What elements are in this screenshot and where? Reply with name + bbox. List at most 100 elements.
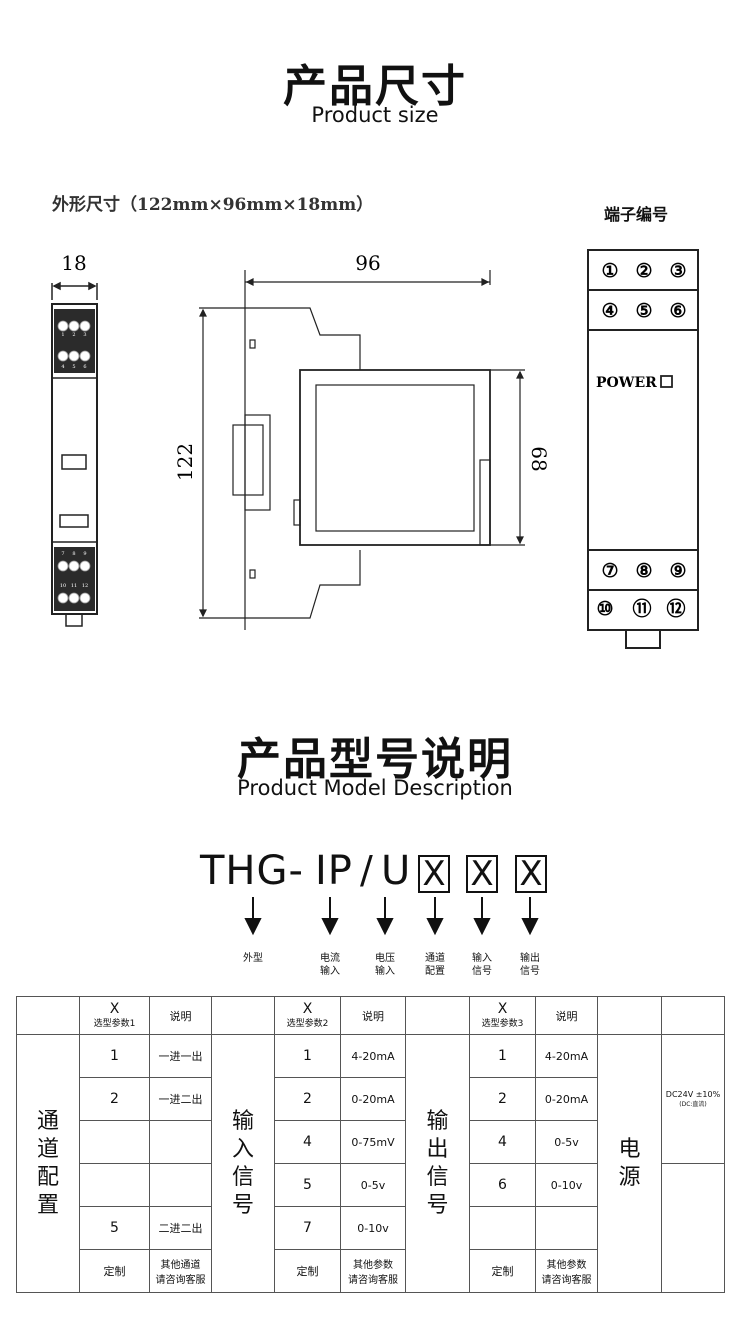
model-ip: IP <box>315 848 353 894</box>
channel-code <box>79 1120 150 1164</box>
svg-text:10: 10 <box>60 583 66 589</box>
channel-desc: 一进一出 <box>149 1034 212 1078</box>
dimension-drawing: 18 96 122 68 1 2 3 4 5 6 7 8 9 10 11 12 … <box>51 249 699 649</box>
terminal-panel-outline <box>587 249 699 649</box>
arrow-label-output: 输出 信号 <box>520 953 540 977</box>
channel-code <box>79 1163 150 1207</box>
model-box-2: X <box>466 855 498 893</box>
custom-label: 定制 <box>469 1249 536 1293</box>
input-desc: 0-10v <box>340 1206 406 1250</box>
terminal-4: ④ <box>601 300 618 322</box>
dim-side-height: 122 <box>173 443 197 481</box>
power-indicator <box>660 375 673 388</box>
output-desc: 4-20mA <box>535 1034 598 1078</box>
svg-text:2: 2 <box>72 332 75 338</box>
dim-side-width: 96 <box>355 251 380 275</box>
section-title-size: 产品尺寸 <box>283 61 467 112</box>
svg-text:4: 4 <box>61 364 64 370</box>
output-desc <box>535 1206 598 1250</box>
arrow-label-current: 电流 输入 <box>320 953 340 977</box>
svg-text:9: 9 <box>83 551 86 557</box>
svg-text:11: 11 <box>71 583 77 589</box>
side-view <box>199 270 525 630</box>
output-code: 2 <box>469 1077 536 1121</box>
model-box-3: X <box>515 855 547 893</box>
terminal-7: ⑦ <box>601 560 618 582</box>
channel-code: 5 <box>79 1206 150 1250</box>
output-other-note: 其他参数 请咨询客服 <box>535 1249 598 1293</box>
input-other-note: 其他参数 请咨询客服 <box>340 1249 406 1293</box>
input-desc: 0-20mA <box>340 1077 406 1121</box>
channel-code: 2 <box>79 1077 150 1121</box>
svg-text:7: 7 <box>61 551 64 557</box>
model-slash: / <box>360 848 374 892</box>
dim-body-height: 68 <box>527 446 551 471</box>
model-code: THG- <box>200 848 304 894</box>
power-label: POWER <box>596 375 657 391</box>
terminal-1: ① <box>601 260 618 282</box>
input-code: 4 <box>274 1120 341 1164</box>
input-desc: 4-20mA <box>340 1034 406 1078</box>
header-empty-4 <box>597 996 662 1035</box>
desc-header-2: 说明 <box>340 996 406 1035</box>
power-spec: DC24V ±10%(DC:直流) <box>661 1034 725 1164</box>
terminal-3: ③ <box>669 260 686 282</box>
svg-text:8: 8 <box>72 551 75 557</box>
output-desc: 0-10v <box>535 1163 598 1207</box>
terminal-11: ⑪ <box>632 597 651 620</box>
channel-desc <box>149 1120 212 1164</box>
terminal-5: ⑤ <box>635 300 652 322</box>
group-output-signal: 输出信号 <box>405 1034 470 1293</box>
model-u: U <box>381 848 412 894</box>
custom-label: 定制 <box>274 1249 341 1293</box>
output-code: 1 <box>469 1034 536 1078</box>
group-input-signal: 输入信号 <box>211 1034 275 1293</box>
model-arrows <box>244 897 539 936</box>
arrow-label-input: 输入 信号 <box>472 953 492 977</box>
svg-text:3: 3 <box>83 332 86 338</box>
custom-label: 定制 <box>79 1249 150 1293</box>
output-code: 6 <box>469 1163 536 1207</box>
dim-front-width: 18 <box>61 251 86 275</box>
input-code: 7 <box>274 1206 341 1250</box>
section-subtitle-model: Product Model Description <box>237 776 513 800</box>
output-desc: 0-20mA <box>535 1077 598 1121</box>
terminal-6: ⑥ <box>669 300 686 322</box>
input-code: 1 <box>274 1034 341 1078</box>
channel-desc: 二进二出 <box>149 1206 212 1250</box>
input-desc: 0-5v <box>340 1163 406 1207</box>
output-desc: 0-5v <box>535 1120 598 1164</box>
terminal-12: ⑫ <box>666 597 685 620</box>
group-power: 电源 <box>597 1034 662 1293</box>
svg-text:12: 12 <box>82 583 88 589</box>
header-empty-2 <box>211 996 275 1035</box>
arrow-label-voltage: 电压 输入 <box>375 953 395 977</box>
arrow-label-shape: 外型 <box>243 953 263 964</box>
input-code: 5 <box>274 1163 341 1207</box>
model-prefix: THG- <box>200 848 304 894</box>
output-code: 4 <box>469 1120 536 1164</box>
svg-text:6: 6 <box>83 364 86 370</box>
input-desc: 0-75mV <box>340 1120 406 1164</box>
terminal-2: ② <box>635 260 652 282</box>
model-box-1: X <box>418 855 450 893</box>
input-code: 2 <box>274 1077 341 1121</box>
header-empty-1 <box>16 996 80 1035</box>
header-empty-3 <box>405 996 470 1035</box>
channel-other-note: 其他通道 请咨询客服 <box>149 1249 212 1293</box>
output-code <box>469 1206 536 1250</box>
desc-header-1: 说明 <box>149 996 212 1035</box>
arrow-label-channel: 通道 配置 <box>425 953 445 977</box>
power-empty <box>661 1163 725 1293</box>
terminal-8: ⑧ <box>635 560 652 582</box>
svg-text:5: 5 <box>72 364 75 370</box>
dimensions-caption: 外形尺寸（122mm×96mm×18mm） <box>52 195 374 215</box>
channel-desc: 一进二出 <box>149 1077 212 1121</box>
section-subtitle-size: Product size <box>311 103 439 127</box>
svg-text:1: 1 <box>61 332 64 338</box>
header-empty-5 <box>661 996 725 1035</box>
terminal-9: ⑨ <box>669 560 686 582</box>
